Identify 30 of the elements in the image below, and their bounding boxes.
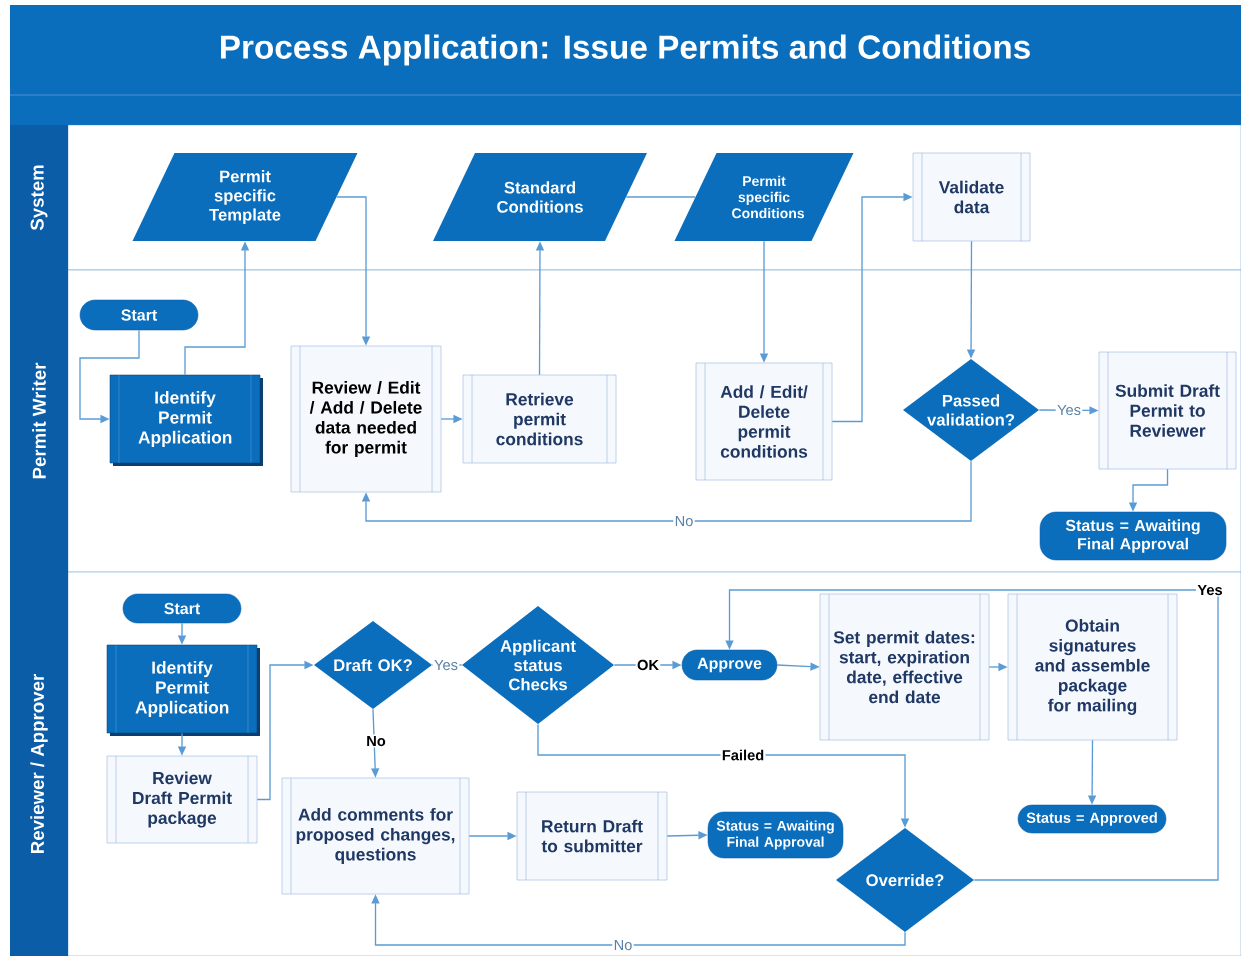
- data-parallelogram: Permit specific Template: [132, 153, 358, 241]
- title: Process Application: Issue Permits and Conditions: [221, 34, 1030, 66]
- process-box: Review / Edit / Add / Delete data needed for permit: [290, 345, 442, 493]
- data-parallelogram: Standard Conditions: [433, 153, 647, 241]
- process-box: Obtain signatures and assemble package for mailing: [1007, 593, 1178, 741]
- process-box: Add / Edit/ Delete permit conditions: [695, 362, 833, 481]
- process-box: Identify Permit Application: [106, 644, 260, 736]
- terminator: Start: [79, 299, 199, 331]
- data-parallelogram: Permit specific Conditions: [674, 153, 854, 241]
- connector-line: [625, 196, 696, 198]
- process-box: Set permit dates: start, expiration date, effective end date: [819, 593, 990, 741]
- terminator: Start: [122, 593, 242, 624]
- node-label: Permit Writer: [32, 362, 46, 479]
- edge-label: OK: [635, 658, 661, 672]
- arrow: [361, 460, 972, 522]
- terminator: Approve: [681, 649, 778, 681]
- process-box: Validate data: [912, 152, 1031, 242]
- edge-label: Failed: [720, 748, 766, 762]
- process-box: Add comments for proposed changes, questions: [281, 777, 470, 895]
- node-label: Reviewer / Approver: [30, 674, 48, 854]
- terminator: Status = Awaiting Final Approval: [1039, 511, 1227, 561]
- process-box: Review Draft Permit package: [106, 755, 258, 844]
- terminator: Status = Awaiting Final Approval: [707, 811, 844, 859]
- process-box: Identify Permit Application: [109, 374, 263, 466]
- arrow: [725, 589, 1219, 881]
- process-box: Retrieve permit conditions: [462, 374, 617, 464]
- node-label: System: [30, 165, 48, 231]
- terminator: Status = Approved: [1017, 804, 1167, 834]
- process-box: Submit Draft Permit to Reviewer: [1098, 351, 1237, 470]
- process-box: Return Draft to submitter: [516, 791, 668, 881]
